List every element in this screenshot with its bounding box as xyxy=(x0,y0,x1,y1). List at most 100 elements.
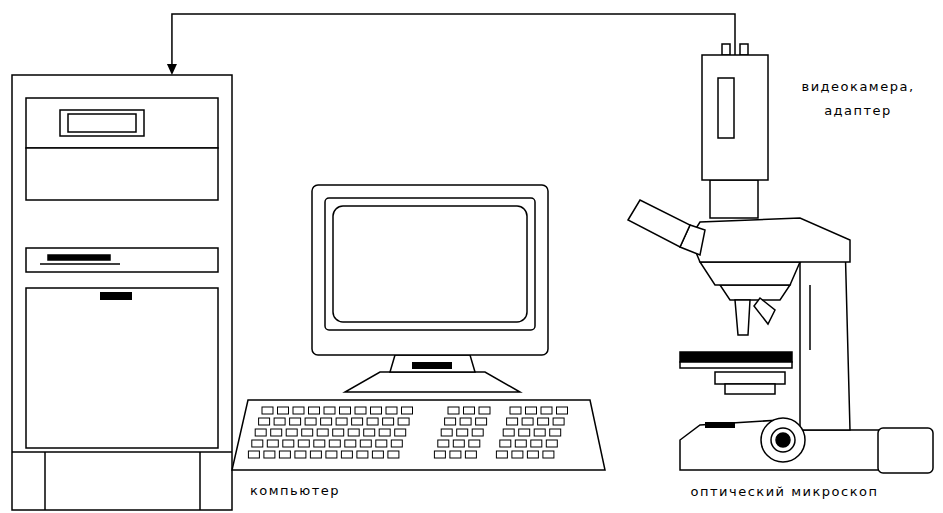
stage-plate-lower xyxy=(680,362,792,368)
node-label: видеокамера, адаптер xyxy=(788,75,928,123)
keyboard-key xyxy=(271,429,282,436)
keyboard-key xyxy=(295,451,306,458)
keyboard-key xyxy=(290,418,301,425)
keyboard-key xyxy=(503,429,514,436)
keyboard-key xyxy=(329,440,340,447)
keyboard-key xyxy=(472,429,483,436)
keyboard-key xyxy=(264,451,275,458)
keyboard-body xyxy=(232,400,605,470)
keyboard-key xyxy=(345,440,356,447)
keyboard-key xyxy=(255,429,266,436)
keyboard-key xyxy=(543,451,554,458)
keyboard-key xyxy=(367,418,378,425)
keyboard-key xyxy=(388,451,399,458)
arm-line xyxy=(809,285,811,350)
camera-knob xyxy=(722,44,730,55)
floppy-bay xyxy=(26,248,218,272)
keyboard-key xyxy=(402,407,413,414)
monitor-bar xyxy=(412,362,452,369)
light-box xyxy=(878,428,933,473)
drive-bay xyxy=(26,148,218,200)
connector-line xyxy=(172,14,735,64)
keyboard-key xyxy=(279,451,290,458)
keyboard-key xyxy=(557,407,568,414)
keyboard-key xyxy=(476,418,487,425)
keyboard-key xyxy=(283,440,294,447)
focus-knob-inner xyxy=(771,428,795,452)
eyepiece xyxy=(628,200,690,247)
keyboard-key xyxy=(507,418,518,425)
keyboard-key xyxy=(519,429,530,436)
monitor xyxy=(312,185,548,392)
keyboard-key xyxy=(267,440,278,447)
monitor-base xyxy=(345,372,520,392)
keyboard-key xyxy=(453,440,464,447)
keyboard-key xyxy=(302,429,313,436)
focus-knob xyxy=(761,418,805,462)
keyboard-key xyxy=(496,451,507,458)
keyboard-key xyxy=(438,440,449,447)
arrow-head xyxy=(167,64,177,75)
keyboard-key xyxy=(348,429,359,436)
keyboard-key xyxy=(398,418,409,425)
keyboard-key xyxy=(310,451,321,458)
keyboard-key xyxy=(293,407,304,414)
drive-slot xyxy=(60,110,144,136)
keyboard-key xyxy=(340,407,351,414)
condenser-lower xyxy=(725,384,775,394)
camera-window xyxy=(718,78,734,138)
keyboard-key xyxy=(352,418,363,425)
drive-slot-inner xyxy=(68,114,136,132)
video-camera-box: видеокамера, адаптер xyxy=(702,55,768,180)
base-leg xyxy=(44,452,46,510)
keyboard-key xyxy=(460,418,471,425)
microscope xyxy=(628,44,933,473)
monitor-body xyxy=(312,185,548,355)
keyboard-key xyxy=(512,451,523,458)
keyboard-key xyxy=(298,440,309,447)
keyboard-key xyxy=(441,429,452,436)
keyboard-key xyxy=(364,429,375,436)
keyboard-key xyxy=(500,440,511,447)
keyboard-key xyxy=(479,407,490,414)
keyboard-key xyxy=(391,440,402,447)
keyboard-key xyxy=(448,407,459,414)
monitor-screen xyxy=(333,206,527,322)
stage-plate xyxy=(680,352,792,362)
keyboard-key xyxy=(510,407,521,414)
objective xyxy=(754,298,775,324)
keyboard-key xyxy=(252,440,263,447)
keyboard-key xyxy=(309,407,320,414)
keyboard-key xyxy=(553,418,564,425)
keyboard-key xyxy=(469,440,480,447)
condenser xyxy=(715,372,785,384)
keyboard-key xyxy=(274,418,285,425)
keyboard-key xyxy=(333,429,344,436)
keyboard-key xyxy=(386,407,397,414)
keyboard-key xyxy=(305,418,316,425)
part-label: оптический микроскоп xyxy=(672,480,897,504)
node-label: компьютер xyxy=(230,479,360,503)
keyboard-key xyxy=(522,418,533,425)
keyboard-key xyxy=(515,440,526,447)
drive-bay xyxy=(26,98,218,148)
keyboard-key xyxy=(324,407,335,414)
keyboard-key xyxy=(434,451,445,458)
keyboard-key xyxy=(526,407,537,414)
keyboard-key xyxy=(321,418,332,425)
keyboard-key xyxy=(534,429,545,436)
keyboard-key xyxy=(383,418,394,425)
keyboard-key xyxy=(531,440,542,447)
nosepiece xyxy=(720,285,790,300)
floppy-line xyxy=(40,263,120,265)
base-leg xyxy=(199,452,201,510)
keyboard-key xyxy=(341,451,352,458)
keyboard-key xyxy=(372,451,383,458)
base-bar xyxy=(705,422,735,428)
keyboard-key xyxy=(355,407,366,414)
keyboard-key xyxy=(445,418,456,425)
front-panel xyxy=(26,288,218,448)
keyboard-key xyxy=(314,440,325,447)
